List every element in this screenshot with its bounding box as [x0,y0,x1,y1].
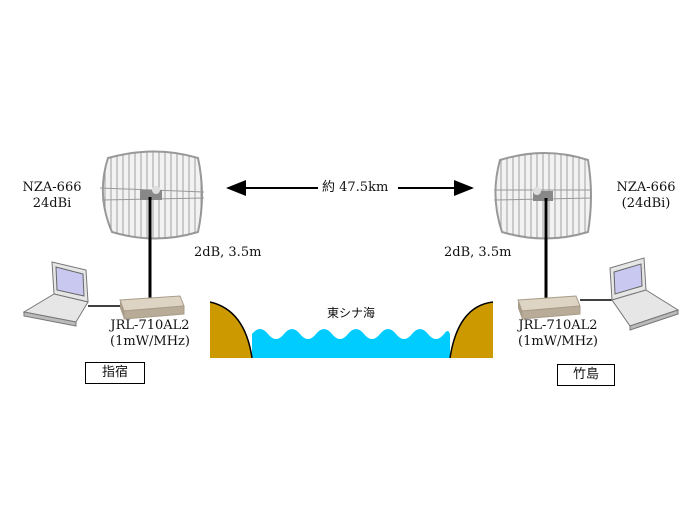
right-radio-power: (1mW/MHz) [518,334,598,349]
sea-label: 東シナ海 [327,306,376,320]
left-laptop-icon [22,261,89,327]
right-antenna-gain: (24dBi) [621,196,671,211]
right-location-box: 竹島 [557,364,615,386]
right-laptop-icon [609,257,680,331]
distance-label: 約 47.5km [322,180,389,195]
left-grid-antenna-icon [99,150,205,240]
right-antenna-model: NZA-666 [616,180,676,195]
left-router-icon [119,295,185,320]
right-grid-antenna-icon [493,152,593,240]
left-radio-power: (1mW/MHz) [110,334,190,349]
right-land-shape [450,302,493,358]
left-cable-spec: 2dB, 3.5m [194,245,262,260]
left-radio-model: JRL-710AL2 [110,318,190,333]
left-land-shape [210,302,252,358]
left-antenna-model: NZA-666 [22,180,82,195]
right-radio-model: JRL-710AL2 [518,318,598,333]
sea-shape [252,329,450,358]
right-cable-spec: 2dB, 3.5m [444,245,512,260]
left-antenna-gain: 24dBi [32,196,72,211]
left-location-box: 指宿 [85,362,145,384]
right-router-icon [517,295,581,320]
